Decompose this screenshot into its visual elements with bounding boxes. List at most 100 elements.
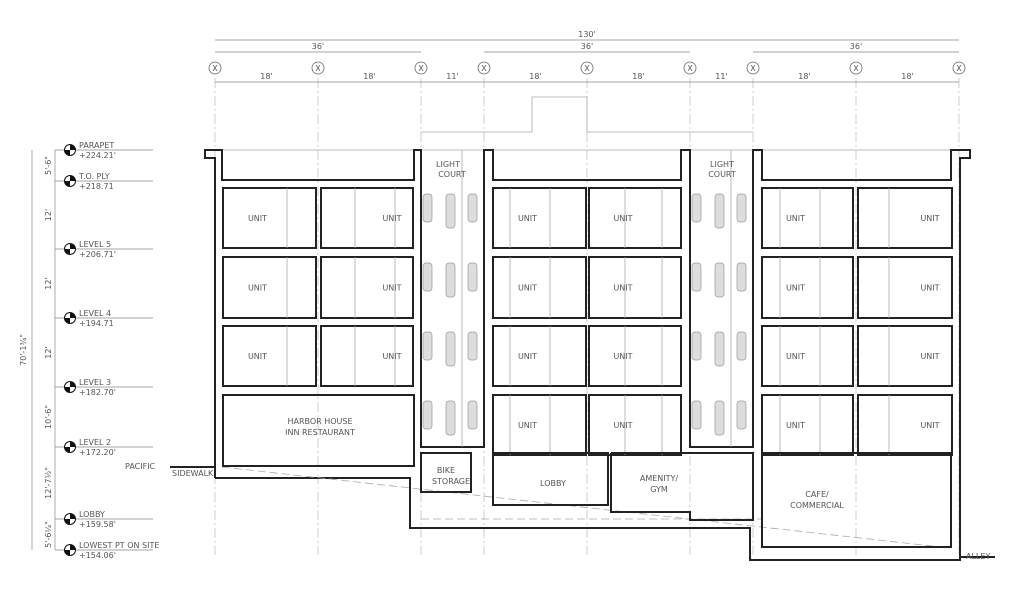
level-elevation: +194.71 [79,319,114,328]
level-datum-fill [64,447,70,453]
unit-label: UNIT [382,352,401,361]
unit-box [492,325,587,387]
floor-height-label: 12' [44,209,53,221]
unit-box [320,325,414,387]
span-dimension-label: 18' [798,72,810,81]
floor-height-label: 10'-6" [44,405,53,429]
vertical-dimension-strings: 70'-1¾"5'-6"12'12'12'10'-6"12'-7½"5'-6¼" [19,150,56,550]
window-planter-icon [445,262,456,298]
lobby-label: LOBBY [540,479,566,488]
level-name: T.O. PLY [78,172,110,181]
grid-bubble [746,61,760,75]
window-planter-icon [445,400,456,436]
restaurant-room [222,394,415,467]
cafe-label-2: COMMERCIAL [790,501,844,510]
level-name: LOBBY [79,510,105,519]
window-planter-icon [691,331,702,361]
unit-label: UNIT [613,214,632,223]
unit-label: UNIT [613,284,632,293]
level-datum-fill [70,144,76,150]
unit-label: UNIT [248,214,267,223]
level-datum-fill [64,387,70,393]
light-court-label-2: COURT [438,170,466,179]
unit-label: UNIT [518,214,537,223]
grid-marker-label: X [853,64,859,73]
level-datum-fill [70,312,76,318]
unit-label: UNIT [920,284,939,293]
level-name: LEVEL 2 [79,438,111,447]
unit-box [588,394,682,456]
level-datum-fill [70,441,76,447]
unit-label: UNIT [382,284,401,293]
grid-marker-label: X [687,64,693,73]
grid-marker-label: X [212,64,218,73]
grid-marker-label: X [584,64,590,73]
grid-bubble [580,61,594,75]
unit-box [222,256,317,319]
window-planter-icon [422,262,433,292]
level-datum-fill [64,519,70,525]
restaurant-label-1: HARBOR HOUSE [287,417,352,426]
unit-box [222,325,317,387]
unit-label: UNIT [518,284,537,293]
unit-label: UNIT [786,352,805,361]
window-planter-icon [714,331,725,367]
level-datum-fill [70,175,76,181]
grid-bubble [414,61,428,75]
unit-box [857,394,953,456]
level-datum-fill [70,381,76,387]
street-label: PACIFIC [125,462,156,471]
floor-height-label: 12'-7½" [44,467,53,499]
bike-storage-room [420,452,472,493]
unit-box [222,187,317,249]
window-planter-icon [445,193,456,229]
bike-label-1: BIKE [437,466,455,475]
unit-box [761,187,854,249]
light-court-label-1: LIGHT [436,160,460,169]
floor-height-label: 5'-6¼" [44,521,53,548]
unit-label: UNIT [248,284,267,293]
top-dimension-strings: 130'36'36'36'18'18'11'18'18'11'18'18' [215,30,959,83]
unit-box [492,394,587,456]
unit-box [320,256,414,319]
window-planter-icon [422,400,433,430]
level-datum-fill [70,513,76,519]
window-planter-icon [467,262,478,292]
window-planter-icon [736,400,747,430]
unit-label: UNIT [518,421,537,430]
building-outline [170,149,995,561]
overall-dimension-label: 130' [578,30,595,39]
window-planter-icon [445,331,456,367]
window-planter-icon [736,193,747,223]
restaurant-label-2: INN RESTAURANT [285,428,355,437]
window-planter-icon [467,331,478,361]
level-elevation: +206.71' [79,250,116,259]
grid-bubble [311,61,325,75]
window-planter-icon [422,193,433,223]
unit-label: UNIT [518,352,537,361]
alley-label: ALLEY [966,552,990,561]
level-elevation: +172.20' [79,448,116,457]
amenity-room [610,452,754,521]
window-planter-icon [467,193,478,223]
light-court-label-3: LIGHT [710,160,734,169]
amenity-label-1: AMENITY/ [640,474,679,483]
level-name: LOWEST PT ON SITE [79,541,159,550]
unit-box [588,256,682,319]
cafe-label-1: CAFE/ [805,490,829,499]
light-court-plantings [422,150,747,447]
unit-label: UNIT [920,421,939,430]
unit-rows: UNIT UNIT UNIT UNIT UNIT UNIT UNIT UNIT UNIT UNIT… [222,187,953,456]
unit-label: UNIT [382,214,401,223]
span-dimension-label: 18' [529,72,541,81]
level-datum-fill [64,550,70,556]
level-elevation: +154.06' [79,551,116,560]
unit-label: UNIT [613,352,632,361]
unit-box [320,187,414,249]
floor-height-label: 5'-6" [44,156,53,175]
unit-box [761,325,854,387]
level-datum-fill [64,150,70,156]
level-elevation: +224.21' [79,151,116,160]
